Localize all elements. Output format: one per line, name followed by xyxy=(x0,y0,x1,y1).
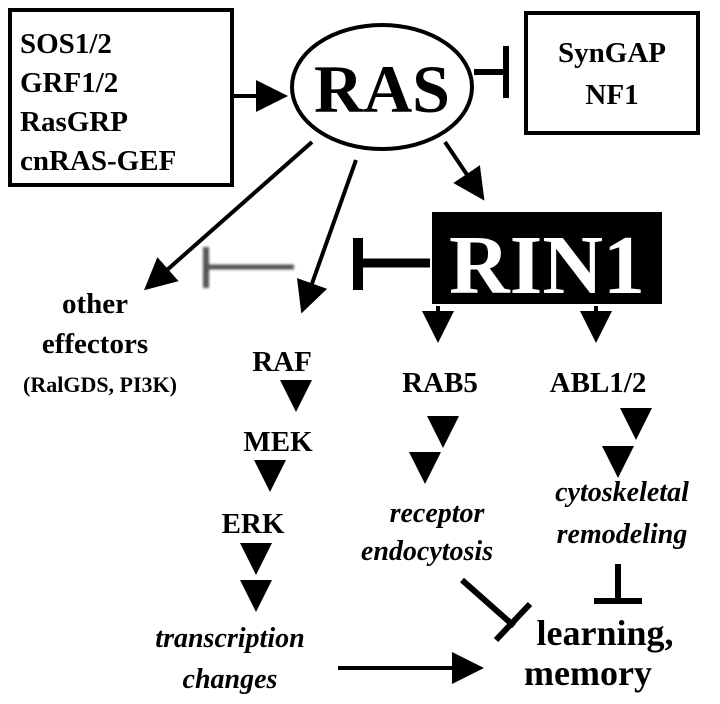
gef-box-border xyxy=(8,8,234,187)
other-effectors: other effectors (RalGDS, PI3K) xyxy=(23,288,177,397)
cytoskeletal-label: cytoskeletal xyxy=(555,477,689,508)
receptor-label: receptor xyxy=(390,498,486,529)
rab5-label: RAB5 xyxy=(402,367,478,399)
rin1-node: RIN1 xyxy=(432,212,662,312)
transcription-label: transcription xyxy=(155,623,304,654)
gap-item-syngap: SynGAP xyxy=(558,37,666,69)
gef-item-grf: GRF1/2 xyxy=(20,67,118,99)
rab5-pathway: RAB5 receptor endocytosis xyxy=(361,367,493,567)
gap-item-nf1: NF1 xyxy=(585,79,638,111)
ras-to-other-effectors-arrow xyxy=(144,140,314,291)
ras-ellipse xyxy=(290,23,474,151)
abl-pathway: ABL1/2 cytoskeletal remodeling xyxy=(550,367,689,550)
endocytosis-label: endocytosis xyxy=(361,536,493,567)
changes-label: changes xyxy=(183,664,278,695)
faded-inhibition-symbol xyxy=(203,247,294,288)
ras-to-rin1-arrow xyxy=(443,140,485,201)
gap-box-border xyxy=(524,11,700,135)
gap-box: SynGAP NF1 xyxy=(524,11,700,135)
endocytosis-inhibits-learning-line xyxy=(460,577,516,629)
gef-item-cnrasgef: cnRAS-GEF xyxy=(20,145,176,177)
erk-label: ERK xyxy=(222,508,285,540)
other-effectors-line2: effectors xyxy=(42,328,148,360)
raf-pathway: RAF MEK ERK transcription changes xyxy=(155,346,313,695)
raf-label: RAF xyxy=(252,346,312,378)
other-effectors-line1: other xyxy=(62,288,128,320)
gef-item-sos: SOS1/2 xyxy=(20,28,112,60)
endocytosis-inhibits-learning-bar xyxy=(493,601,533,643)
rin1-box xyxy=(432,212,662,304)
mek-label: MEK xyxy=(243,426,313,458)
gef-item-rasgrp: RasGRP xyxy=(20,106,128,138)
abl-label: ABL1/2 xyxy=(550,367,647,399)
ras-node: RAS xyxy=(290,23,474,151)
other-effectors-examples: (RalGDS, PI3K) xyxy=(23,372,177,397)
rin1-label: RIN1 xyxy=(449,219,645,312)
ras-label: RAS xyxy=(314,51,450,127)
learning-label: learning, xyxy=(536,613,673,653)
gef-box: SOS1/2 GRF1/2 RasGRP cnRAS-GEF xyxy=(8,8,234,187)
ras-to-raf-arrow xyxy=(296,159,358,314)
remodeling-label: remodeling xyxy=(557,519,688,550)
memory-label: memory xyxy=(524,653,652,693)
learning-memory: learning, memory xyxy=(524,613,673,693)
